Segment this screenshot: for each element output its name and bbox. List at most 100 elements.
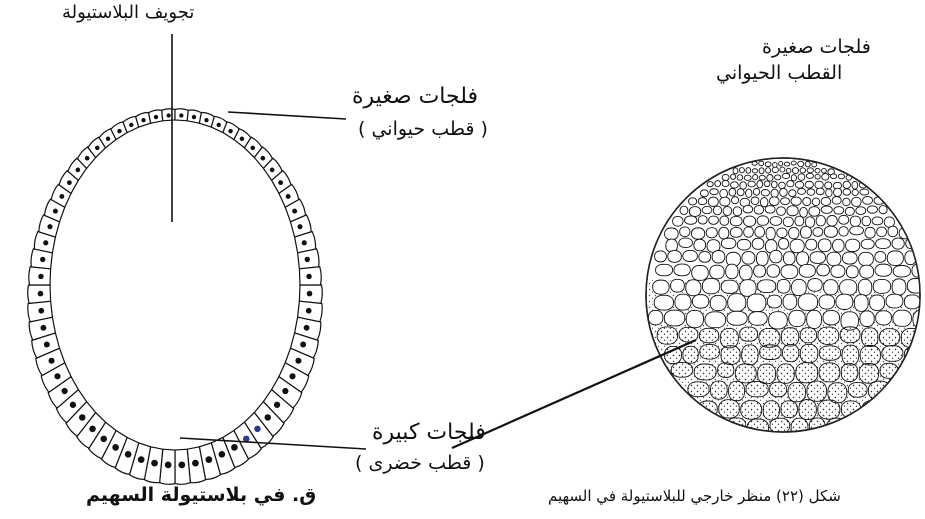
- blastomere: [838, 174, 844, 179]
- external-animal-pole-label: القطب الحيواني: [716, 62, 842, 84]
- blastomere: [781, 401, 797, 418]
- blastomere: [769, 312, 788, 329]
- blastomere: [792, 279, 807, 295]
- blastomere: [759, 161, 764, 166]
- nucleus: [300, 342, 306, 348]
- blastula-cross-section: [28, 109, 323, 485]
- blastomere: [836, 294, 853, 309]
- blastomere: [720, 197, 730, 206]
- blastomere: [860, 189, 869, 195]
- blastomere: [862, 216, 871, 226]
- blastomere: [824, 226, 837, 237]
- blastomere: [737, 239, 750, 250]
- blastomere: [749, 312, 768, 326]
- blastomere: [830, 174, 836, 179]
- blastomere: [834, 207, 844, 214]
- blastomere: [840, 280, 857, 296]
- blastomere: [777, 228, 787, 238]
- blastomere: [744, 216, 756, 226]
- blastomere: [788, 382, 805, 401]
- blastomere: [691, 228, 704, 239]
- blastomere: [783, 344, 799, 361]
- blastomere: [856, 207, 866, 215]
- blastomere: [893, 265, 910, 276]
- blastomere: [760, 345, 781, 360]
- nucleus: [289, 373, 295, 379]
- blastomere: [706, 228, 717, 238]
- blastomere: [904, 295, 920, 309]
- blastomere: [773, 162, 778, 167]
- blastomere: [702, 278, 719, 293]
- blastomere: [715, 181, 721, 187]
- blastomere: [707, 182, 713, 187]
- blastomere: [796, 363, 818, 383]
- blastomere: [798, 161, 804, 166]
- blastomere: [845, 207, 854, 215]
- blastomere: [806, 239, 817, 250]
- blastomere: [683, 250, 698, 261]
- blastomere: [807, 381, 826, 401]
- nucleus: [47, 224, 52, 229]
- nucleus: [302, 240, 307, 245]
- blastomere: [698, 198, 707, 205]
- blastomere: [800, 226, 811, 238]
- blastomere: [854, 295, 868, 312]
- blastomere: [700, 190, 708, 197]
- blastomere: [765, 206, 775, 213]
- blastomere: [770, 418, 790, 433]
- blastomere: [763, 401, 779, 420]
- blastomere: [862, 401, 881, 416]
- blastomere: [694, 364, 716, 380]
- blastomere: [789, 310, 805, 326]
- blastomere: [727, 311, 747, 325]
- blastomere: [798, 174, 805, 181]
- blastomere: [766, 227, 775, 239]
- blastomere: [779, 161, 783, 166]
- blastomere: [859, 363, 878, 383]
- nucleus: [306, 308, 312, 314]
- blastomere: [699, 252, 711, 263]
- blastomere: [674, 264, 690, 276]
- blastomere: [781, 328, 798, 346]
- blastomere: [671, 363, 692, 378]
- caption-section: ق. في بلاستيولة السهيم: [86, 484, 316, 506]
- blastomere: [685, 216, 697, 224]
- blastomere: [865, 227, 875, 238]
- blastomere: [899, 364, 915, 382]
- nucleus: [278, 180, 283, 185]
- blastomere: [742, 252, 755, 264]
- nucleus: [204, 118, 208, 122]
- blastomere: [711, 381, 728, 399]
- blastomere: [753, 188, 759, 195]
- blastomere: [860, 311, 874, 327]
- nucleus: [166, 113, 170, 117]
- blastomere: [860, 265, 874, 278]
- nucleus: [228, 129, 232, 133]
- blastomere: [789, 190, 796, 197]
- blastomere: [757, 216, 768, 225]
- blastomere: [723, 207, 732, 216]
- blastomere: [807, 310, 822, 328]
- blastomere: [730, 216, 742, 225]
- blastomere: [805, 161, 810, 166]
- blastomere: [783, 294, 797, 309]
- blastomere: [740, 265, 753, 280]
- blastomere: [721, 346, 740, 365]
- blastomere: [815, 174, 820, 179]
- blastomere: [843, 198, 850, 206]
- blastomere: [653, 280, 669, 294]
- blastomere: [752, 238, 764, 249]
- blastomere: [709, 216, 719, 224]
- blastomere: [731, 174, 736, 179]
- nucleus: [129, 123, 133, 127]
- blastomere: [729, 381, 745, 400]
- blastomere: [877, 227, 887, 237]
- blastomere: [807, 168, 813, 173]
- nucleus: [49, 358, 55, 364]
- blastomere: [751, 197, 759, 204]
- blastomere: [852, 197, 862, 206]
- nucleus: [179, 113, 183, 117]
- blastomere: [680, 227, 690, 237]
- blastomere: [770, 382, 787, 397]
- blastomere: [740, 182, 747, 189]
